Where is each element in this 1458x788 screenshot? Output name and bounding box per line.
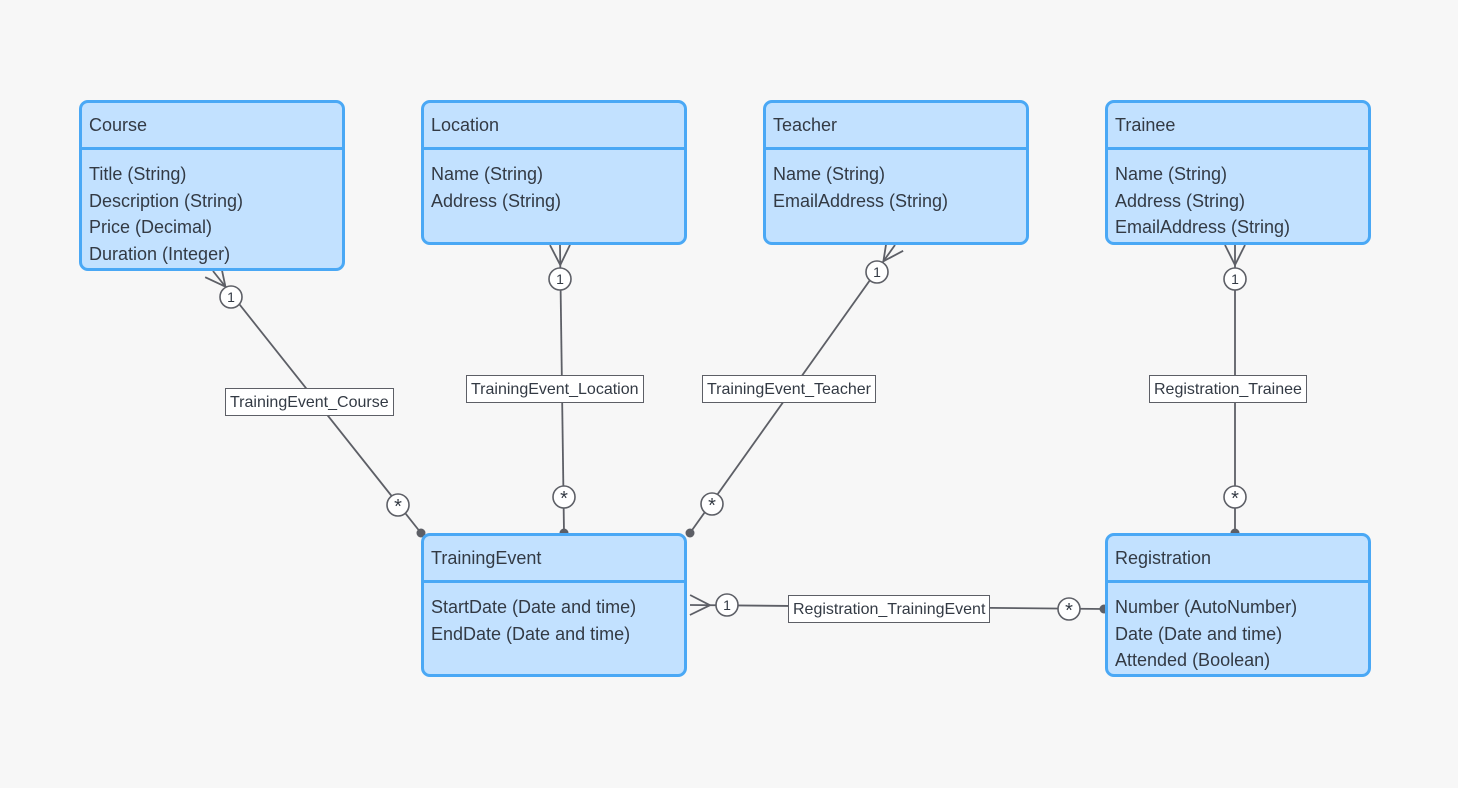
attribute-list: Number (AutoNumber) Date (Date and time)… — [1108, 583, 1368, 680]
crowfoot-mark — [549, 244, 571, 268]
entity-trainee[interactable]: Trainee Name (String) Address (String) E… — [1105, 100, 1371, 245]
crowfoot-mark — [689, 594, 713, 616]
attribute: Name (String) — [431, 164, 544, 184]
attribute: EndDate (Date and time) — [431, 623, 631, 644]
attribute-list: Title (String) Description (String) Pric… — [82, 150, 342, 273]
attribute-list: Name (String) Address (String) EmailAddr… — [1108, 150, 1368, 247]
multiplicity-one-label: 1 — [873, 264, 881, 280]
entity-teacher[interactable]: Teacher Name (String) EmailAddress (Stri… — [763, 100, 1029, 245]
multiplicity-many-marker — [700, 492, 724, 516]
entity-title: Registration — [1108, 536, 1368, 583]
entity-title: Course — [82, 103, 342, 150]
multiplicity-one-marker — [865, 260, 889, 284]
crowfoot-mark — [882, 239, 904, 263]
multiplicity-many-label: * — [1065, 600, 1073, 622]
multiplicity-many-marker — [552, 485, 576, 509]
attribute-list: Name (String) EmailAddress (String) — [766, 150, 1026, 220]
attribute-list: Name (String) Address (String) — [424, 150, 684, 220]
entity-title: Location — [424, 103, 684, 150]
attribute: EmailAddress (String) — [1115, 217, 1291, 237]
multiplicity-one-label: 1 — [1231, 271, 1239, 287]
entity-registration[interactable]: Registration Number (AutoNumber) Date (D… — [1105, 533, 1371, 677]
multiplicity-one-label: 1 — [556, 271, 564, 287]
multiplicity-one-marker — [715, 593, 739, 617]
entity-title: Teacher — [766, 103, 1026, 150]
multiplicity-one-marker — [219, 285, 243, 309]
multiplicity-many-marker — [1057, 597, 1081, 621]
multiplicity-one-marker — [548, 267, 572, 291]
multiplicity-many-label: * — [708, 495, 716, 517]
attribute: EmailAddress (String) — [773, 190, 949, 211]
relation-label-registration-trainee[interactable]: Registration_Trainee — [1149, 375, 1307, 403]
relation-label-trainingevent-course[interactable]: TrainingEvent_Course — [225, 388, 394, 416]
attribute-list: StartDate (Date and time) EndDate (Date … — [424, 583, 684, 653]
attribute: Price (Decimal) — [89, 217, 213, 237]
attribute: Address (String) — [431, 190, 562, 211]
multiplicity-many-label: * — [560, 488, 568, 510]
entity-course[interactable]: Course Title (String) Description (Strin… — [79, 100, 345, 271]
multiplicity-one-label: 1 — [723, 597, 731, 613]
multiplicity-many-marker — [1223, 485, 1247, 509]
attribute: Number (AutoNumber) — [1115, 597, 1298, 617]
multiplicity-many-marker — [386, 493, 410, 517]
attribute: Title (String) — [89, 164, 187, 184]
entity-title: TrainingEvent — [424, 536, 684, 583]
attribute: Duration (Integer) — [89, 243, 231, 264]
entity-trainingevent[interactable]: TrainingEvent StartDate (Date and time) … — [421, 533, 687, 677]
attribute: Date (Date and time) — [1115, 623, 1283, 644]
attribute: Description (String) — [89, 190, 244, 211]
relation-label-registration-trainingevent[interactable]: Registration_TrainingEvent — [788, 595, 991, 623]
attribute: StartDate (Date and time) — [431, 597, 637, 617]
attribute: Name (String) — [773, 164, 886, 184]
entity-title: Trainee — [1108, 103, 1368, 150]
attribute: Address (String) — [1115, 190, 1246, 211]
multiplicity-one-marker — [1223, 267, 1247, 291]
multiplicity-one-label: 1 — [227, 289, 235, 305]
entity-location[interactable]: Location Name (String) Address (String) — [421, 100, 687, 245]
relation-label-trainingevent-teacher[interactable]: TrainingEvent_Teacher — [702, 375, 876, 403]
relation-label-trainingevent-location[interactable]: TrainingEvent_Location — [466, 375, 644, 403]
attribute: Attended (Boolean) — [1115, 650, 1271, 670]
attribute: Name (String) — [1115, 164, 1228, 184]
crowfoot-mark — [1224, 244, 1246, 268]
multiplicity-many-label: * — [394, 496, 402, 518]
multiplicity-many-label: * — [1231, 488, 1239, 510]
connector-end-dot — [685, 528, 695, 538]
